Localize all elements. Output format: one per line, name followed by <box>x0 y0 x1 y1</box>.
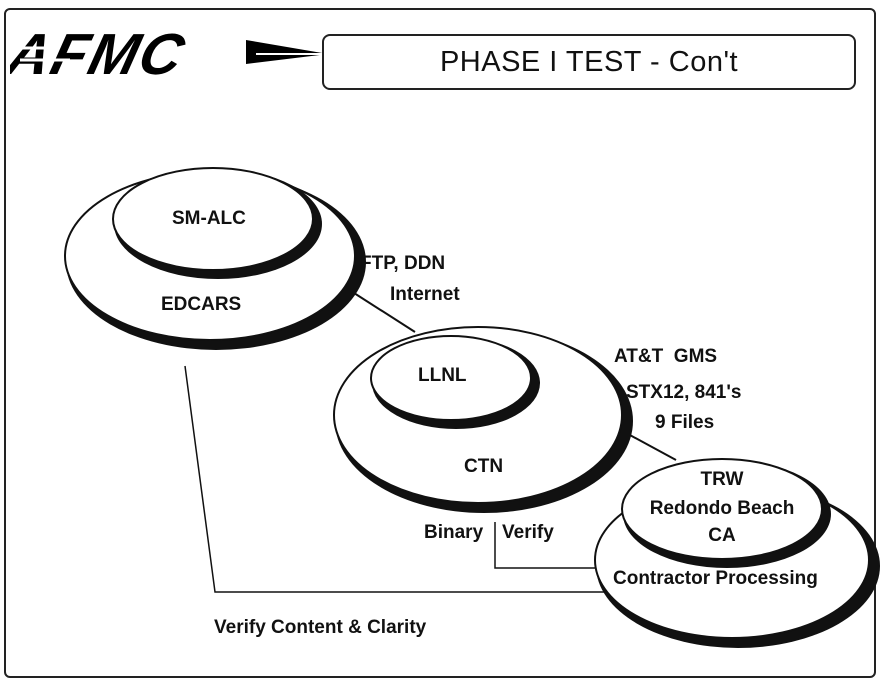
link-label-9-files: 9 Files <box>655 412 715 433</box>
link-label-att-gms: AT&T GMS <box>614 346 718 367</box>
trw-label-line2: Redondo Beach <box>649 498 795 519</box>
link-label-internet: Internet <box>390 284 460 305</box>
link-label-ftp-ddn: FTP, DDN <box>360 253 446 274</box>
binary-label: Binary <box>424 522 484 543</box>
llnl-inner-ellipse <box>370 335 532 421</box>
afmc-logo-graphic: AFMC <box>0 23 328 87</box>
verify-label: Verify <box>502 522 554 543</box>
ctn-label: CTN <box>464 456 504 477</box>
connector-binary-verify <box>494 522 612 569</box>
page-title: PHASE I TEST - Con't <box>439 45 739 78</box>
afmc-logo: AFMC <box>0 18 340 87</box>
node-trw <box>594 458 880 648</box>
svg-text:AFMC: AFMC <box>10 23 192 82</box>
node-llnl <box>333 326 633 513</box>
verify-content-clarity-label: Verify Content & Clarity <box>214 617 427 638</box>
title-box: PHASE I TEST - Con't <box>322 34 856 90</box>
llnl-label: LLNL <box>418 365 467 386</box>
edcars-label: EDCARS <box>161 294 242 315</box>
trw-label-line1: TRW <box>700 469 744 490</box>
slide-frame <box>4 8 876 678</box>
node-smalc <box>64 167 366 350</box>
connector-verify-content <box>184 365 608 593</box>
trw-label-line3: CA <box>708 525 736 546</box>
link-label-stx12: STX12, 841's <box>626 382 742 403</box>
trw-inner-ellipse <box>621 458 823 560</box>
contractor-processing-label: Contractor Processing <box>613 568 818 589</box>
smalc-label: SM-ALC <box>172 208 246 229</box>
smalc-inner-ellipse <box>112 167 314 271</box>
connector-llnl-trw <box>627 433 677 461</box>
